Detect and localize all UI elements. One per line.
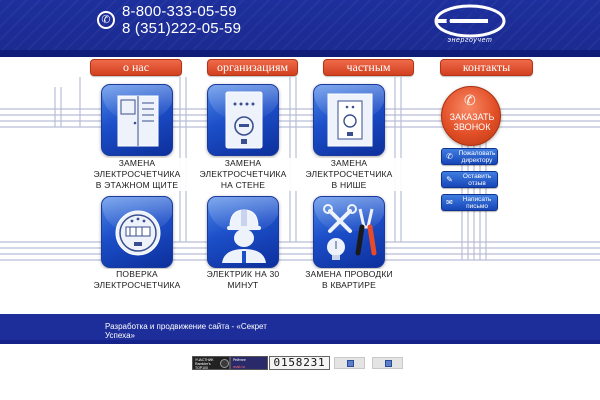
service-caption-verification: ПОВЕРКА ЭЛЕКТРОСЧЕТЧИКА: [82, 269, 192, 291]
caption-line: ЭЛЕКТРОСЧЕТЧИКА: [93, 280, 181, 290]
footer-stripe: [0, 340, 600, 344]
tools-icon: [323, 204, 377, 260]
niche-meter-icon: [327, 93, 373, 147]
service-tile-niche-meter[interactable]: [313, 84, 385, 156]
pencil-icon: ✎: [446, 175, 453, 184]
call-label: ЗАКАЗАТЬ: [449, 112, 495, 122]
counter-label: Рейтинг: [233, 358, 246, 362]
caption-line: В НИШЕ: [331, 180, 367, 190]
write-letter-button[interactable]: ✉ Написать письмо: [441, 194, 498, 211]
service-tile-rewiring[interactable]: [313, 196, 385, 268]
caption-line: В ЭТАЖНОМ ЩИТЕ: [95, 180, 179, 190]
company-logo-icon[interactable]: [424, 4, 516, 48]
phone-number-secondary[interactable]: 8 (351)222-05-59: [122, 20, 242, 37]
caption-line: ЭЛЕКТРИК НА 30: [206, 269, 280, 279]
button-label: директору: [461, 157, 493, 164]
phone-icon: ✆: [446, 152, 453, 161]
complain-to-director-button[interactable]: ✆ Пожаловать директору: [441, 148, 498, 165]
round-meter-icon: [115, 210, 161, 256]
counter-icon: [385, 360, 392, 367]
wall-meter-icon: [225, 91, 263, 149]
envelope-icon: ✉: [446, 198, 453, 207]
rambler-counter-badge[interactable]: УЧАСТНИК Rambler's TOP100: [192, 356, 230, 370]
nav-private-clients[interactable]: частным клиентам: [323, 59, 414, 89]
counter-label: mail.ru: [233, 364, 246, 369]
button-label: Написать: [462, 196, 492, 203]
button-label: Пожаловать: [458, 150, 496, 157]
caption-line: ЗАМЕНА: [224, 158, 262, 168]
footer-credit-link[interactable]: Разработка и продвижение сайта - «Секрет: [105, 322, 267, 331]
phone-icon: ✆: [97, 11, 115, 29]
counter-label: УЧАСТНИК Rambler's TOP100: [195, 358, 214, 370]
company-logo-text[interactable]: энергоучет: [447, 37, 493, 44]
mini-counter-badge[interactable]: [334, 357, 365, 369]
service-caption-rewiring: ЗАМЕНА ПРОВОДКИ В КВАРТИРЕ: [294, 269, 404, 291]
caption-line: В КВАРТИРЕ: [322, 280, 376, 290]
caption-line: ПОВЕРКА: [116, 269, 158, 279]
service-caption-niche: ЗАМЕНА ЭЛЕКТРОСЧЕТЧИКА В НИШЕ: [294, 158, 404, 191]
request-call-button[interactable]: ✆ ЗАКАЗАТЬ ЗВОНОК: [441, 86, 501, 146]
phone-handset-icon: ✆: [464, 92, 476, 108]
nav-about[interactable]: о нас: [90, 59, 182, 76]
button-label: отзыв: [468, 180, 486, 187]
leave-review-button[interactable]: ✎ Оставить отзыв: [441, 171, 498, 188]
visit-counter[interactable]: 0158231: [269, 356, 330, 370]
counter-icon: [347, 360, 354, 367]
caption-line: ЭЛЕКТРОСЧЕТЧИКА: [93, 169, 181, 179]
service-caption-electrician: ЭЛЕКТРИК НА 30 МИНУТ: [188, 269, 298, 291]
button-label: письмо: [466, 203, 488, 210]
electrical-panel-icon: [117, 95, 159, 147]
footer-bar: [0, 314, 600, 344]
phone-number-primary[interactable]: 8-800-333-05-59: [122, 3, 237, 20]
footer-credit-link[interactable]: Успеха»: [105, 331, 135, 340]
rambler-logo-icon: [220, 359, 229, 368]
electrician-icon: [222, 209, 266, 263]
nav-organizations[interactable]: организациям: [207, 59, 298, 76]
button-label: Оставить: [462, 173, 492, 180]
service-caption-panel: ЗАМЕНА ЭЛЕКТРОСЧЕТЧИКА В ЭТАЖНОМ ЩИТЕ: [82, 158, 192, 191]
caption-line: ЗАМЕНА ПРОВОДКИ: [305, 269, 393, 279]
header-underline: [0, 50, 600, 57]
caption-line: ЭЛЕКТРОСЧЕТЧИКА: [305, 169, 393, 179]
mailru-rating-badge[interactable]: Рейтинг mail.ru: [230, 356, 268, 370]
caption-line: ЗАМЕНА: [118, 158, 156, 168]
service-tile-verification[interactable]: [101, 196, 173, 268]
caption-line: ЗАМЕНА: [330, 158, 368, 168]
caption-line: НА СТЕНЕ: [220, 180, 266, 190]
call-label: ЗВОНОК: [453, 122, 491, 132]
caption-line: МИНУТ: [227, 280, 259, 290]
mini-counter-badge[interactable]: [372, 357, 403, 369]
service-tile-panel-meter[interactable]: [101, 84, 173, 156]
service-tile-electrician[interactable]: [207, 196, 279, 268]
service-caption-wall: ЗАМЕНА ЭЛЕКТРОСЧЕТЧИКА НА СТЕНЕ: [188, 158, 298, 191]
service-tile-wall-meter[interactable]: [207, 84, 279, 156]
caption-line: ЭЛЕКТРОСЧЕТЧИКА: [199, 169, 287, 179]
nav-contacts[interactable]: контакты: [440, 59, 533, 76]
